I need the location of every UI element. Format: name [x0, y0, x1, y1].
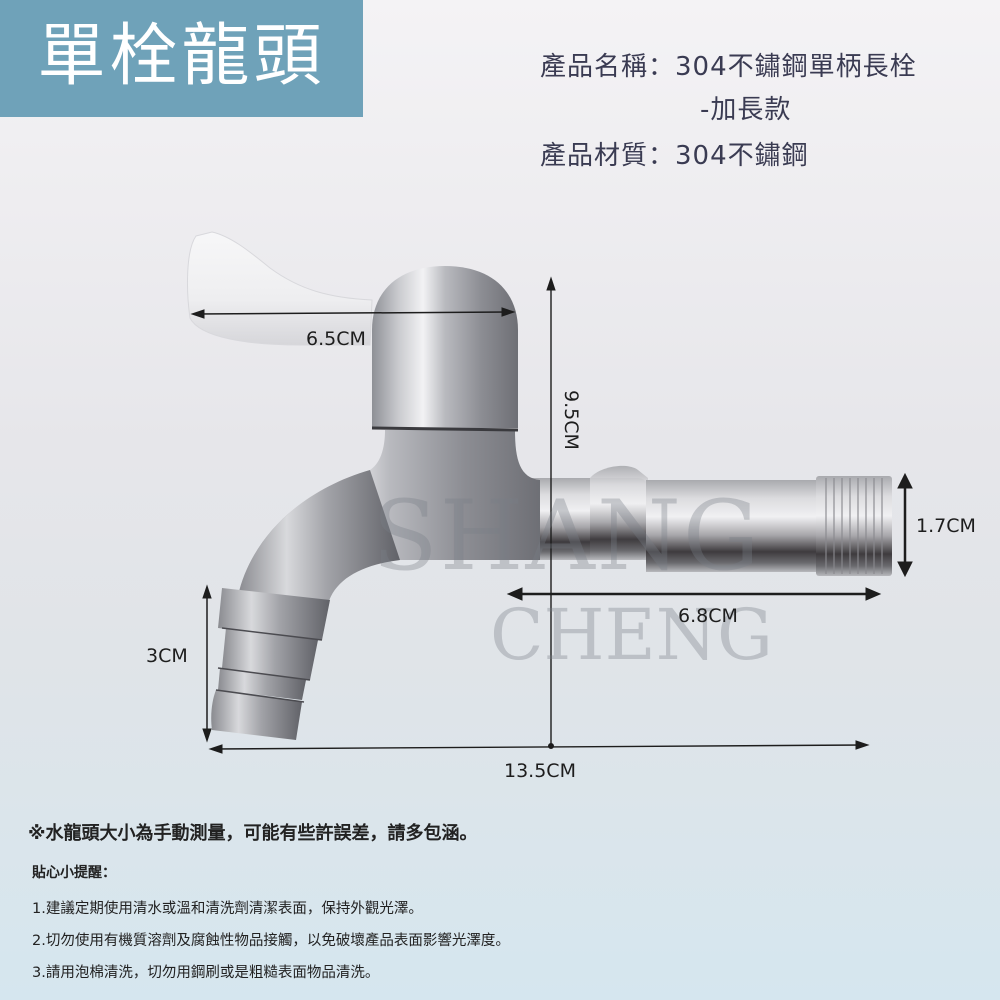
spec-material-value: 304不鏽鋼: [675, 141, 809, 171]
watermark-line2: CHENG: [490, 594, 773, 676]
inlet-extension: [646, 480, 846, 572]
dimension-lines: [190, 276, 913, 754]
thread: [816, 476, 892, 576]
spec-name-value-line2: -加長款: [700, 95, 792, 125]
spec-name-value: 304不鏽鋼單柄長栓: [675, 52, 917, 82]
tip-item-3: 3.請用泡棉清洗，切勿用鋼刷或是粗糙表面物品清洗。: [32, 965, 380, 981]
measurement-disclaimer: ※水龍頭大小為手動測量，可能有些許誤差，請多包涵。: [28, 823, 478, 844]
dim-total-length: 13.5CM: [504, 760, 576, 782]
page-title: 單栓龍頭: [37, 16, 326, 96]
dim-outlet-height: 3CM: [146, 645, 188, 667]
spec-name-label: 產品名稱：: [540, 52, 676, 82]
tip-item-2: 2.切勿使用有機質溶劑及腐蝕性物品接觸，以免破壞產品表面影響光澤度。: [32, 933, 510, 949]
title-banner: 單栓龍頭: [0, 0, 363, 117]
dim-inlet-length: 6.8CM: [678, 605, 738, 627]
bonnet-cap: [372, 266, 518, 428]
spec-material-row: 產品材質：304不鏽鋼: [540, 143, 809, 169]
tip-item-1: 1.建議定期使用清水或溫和清洗劑清潔表面，保持外觀光澤。: [32, 901, 423, 917]
lever-handle: [187, 231, 373, 346]
inlet-collar: [590, 465, 648, 560]
dim-total-height: 9.5CM: [560, 390, 582, 450]
hose-nozzle: [211, 588, 330, 740]
spec-name-row: 產品名稱：304不鏽鋼單柄長栓: [540, 54, 917, 80]
spec-material-label: 產品材質：: [540, 141, 676, 171]
tips-heading: 貼心小提醒：: [32, 865, 116, 881]
dim-handle-width: 6.5CM: [306, 328, 366, 350]
dim-thread-diameter: 1.7CM: [916, 515, 976, 537]
watermark-line1: SHANG: [372, 480, 762, 592]
spout-elbow: [238, 470, 400, 604]
